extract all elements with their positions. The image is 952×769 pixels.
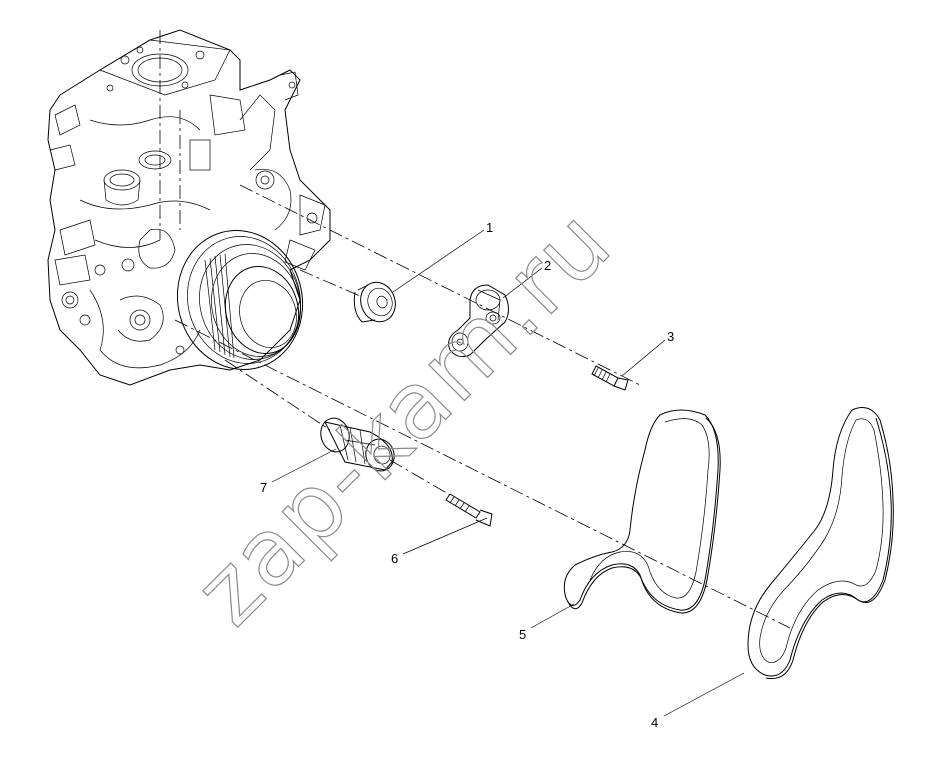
idler-pulley bbox=[353, 281, 396, 323]
callout-2: 2 bbox=[544, 258, 551, 273]
belt-tensioner bbox=[448, 284, 509, 358]
callout-1: 1 bbox=[486, 220, 493, 235]
bolt-alternator bbox=[445, 493, 493, 527]
callout-3: 3 bbox=[667, 329, 674, 344]
drive-belt-long bbox=[747, 407, 894, 680]
alignment-lines bbox=[174, 184, 791, 629]
drive-belt-short bbox=[563, 409, 721, 614]
callout-4: 4 bbox=[651, 715, 658, 730]
alternator-pulley bbox=[320, 417, 395, 472]
callout-5: 5 bbox=[519, 627, 526, 642]
callout-6: 6 bbox=[391, 551, 398, 566]
crankshaft-pulley bbox=[176, 230, 304, 370]
engine-block bbox=[47, 29, 331, 386]
callout-7: 7 bbox=[260, 480, 267, 495]
leader-lines bbox=[271, 229, 745, 717]
bolt-tensioner bbox=[591, 365, 629, 391]
watermark-text: zap-kam.ru bbox=[175, 189, 632, 646]
